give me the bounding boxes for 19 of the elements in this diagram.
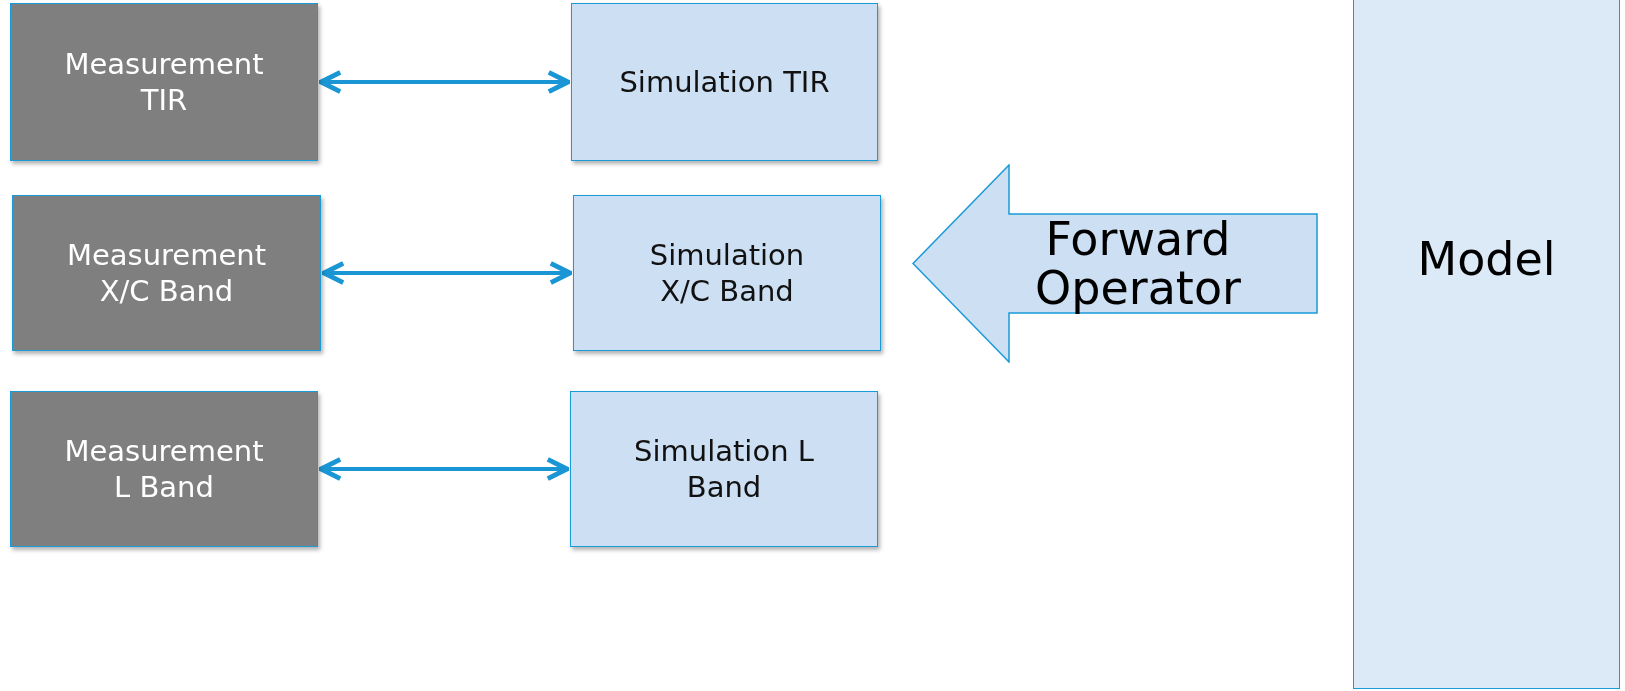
measurement-box [12,195,321,351]
arrow-label: Forward Operator [1034,215,1242,312]
box-label: Measurement X/C Band [65,236,268,310]
box-label: Model [1417,231,1556,288]
simulation-box [571,3,878,161]
model-box [1353,0,1620,689]
double-arrow [318,457,570,481]
simulation-box [570,391,878,547]
block-arrow-shape [912,164,1318,363]
simulation-box [573,195,881,351]
box-label: Simulation L Band [633,432,815,506]
box-label: Simulation X/C Band [648,236,806,310]
double-arrow [318,70,571,94]
double-arrow [321,261,573,285]
measurement-box [10,391,318,547]
measurement-box [10,3,318,161]
box-label: Simulation TIR [619,63,830,101]
box-label: Measurement L Band [63,432,265,506]
box-label: Measurement TIR [63,45,265,119]
